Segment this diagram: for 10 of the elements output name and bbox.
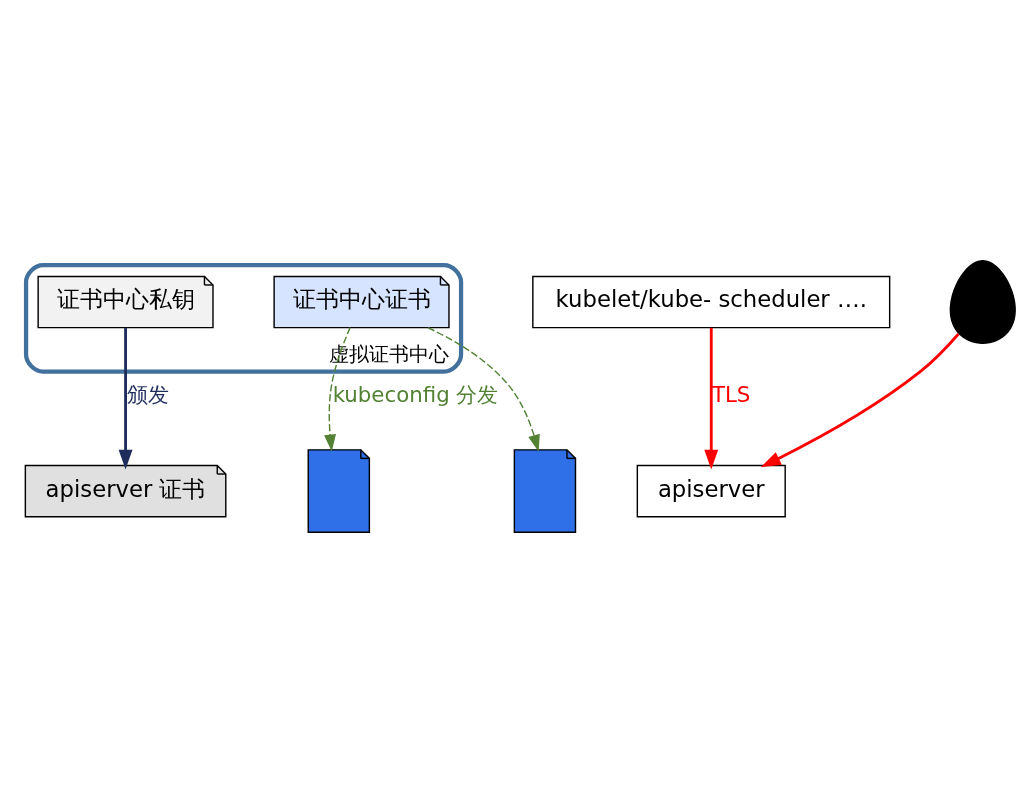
arrow: [427, 326, 540, 452]
edge-label: 颁发: [126, 381, 169, 407]
arrow: [324, 326, 351, 452]
arrow: [704, 327, 719, 470]
node-person: [949, 259, 1016, 344]
arrow: [118, 327, 133, 470]
node-box: apiserver: [636, 464, 786, 517]
node-box: kubelet/kube- scheduler ….: [532, 275, 891, 328]
edge-label: kubeconfig 分发: [332, 381, 499, 407]
arrow: [760, 332, 960, 467]
